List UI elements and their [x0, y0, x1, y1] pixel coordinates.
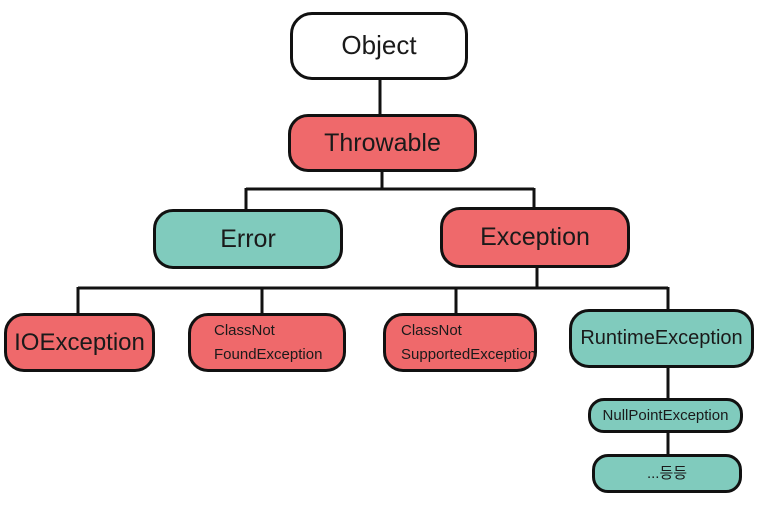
node-io-exception-label: IOException: [14, 328, 145, 356]
node-null-point-exception-label: NullPointException: [602, 406, 729, 424]
node-class-not-supported-line2: SupportedException: [401, 345, 537, 363]
node-object-label: Object: [341, 30, 417, 61]
node-error: Error: [153, 209, 343, 269]
node-null-point-exception: NullPointException: [588, 398, 743, 433]
node-runtime-exception-label: RuntimeException: [580, 327, 743, 349]
node-io-exception: IOException: [4, 313, 155, 372]
node-class-not-supported-line1: ClassNot: [401, 322, 462, 340]
node-etc: ...등등: [592, 454, 742, 493]
node-etc-label: ...등등: [646, 464, 688, 482]
node-class-not-found-line2: FoundException: [214, 345, 323, 363]
node-exception-label: Exception: [480, 223, 590, 252]
node-runtime-exception: RuntimeException: [569, 309, 754, 368]
node-throwable-label: Throwable: [324, 128, 441, 157]
node-exception: Exception: [440, 207, 630, 268]
node-class-not-found-line1: ClassNot: [214, 322, 275, 340]
node-class-not-supported-exception: ClassNot SupportedException: [383, 313, 537, 372]
node-throwable: Throwable: [288, 114, 477, 172]
node-error-label: Error: [220, 224, 276, 253]
node-class-not-found-exception: ClassNot FoundException: [188, 313, 346, 372]
node-object: Object: [290, 12, 468, 80]
